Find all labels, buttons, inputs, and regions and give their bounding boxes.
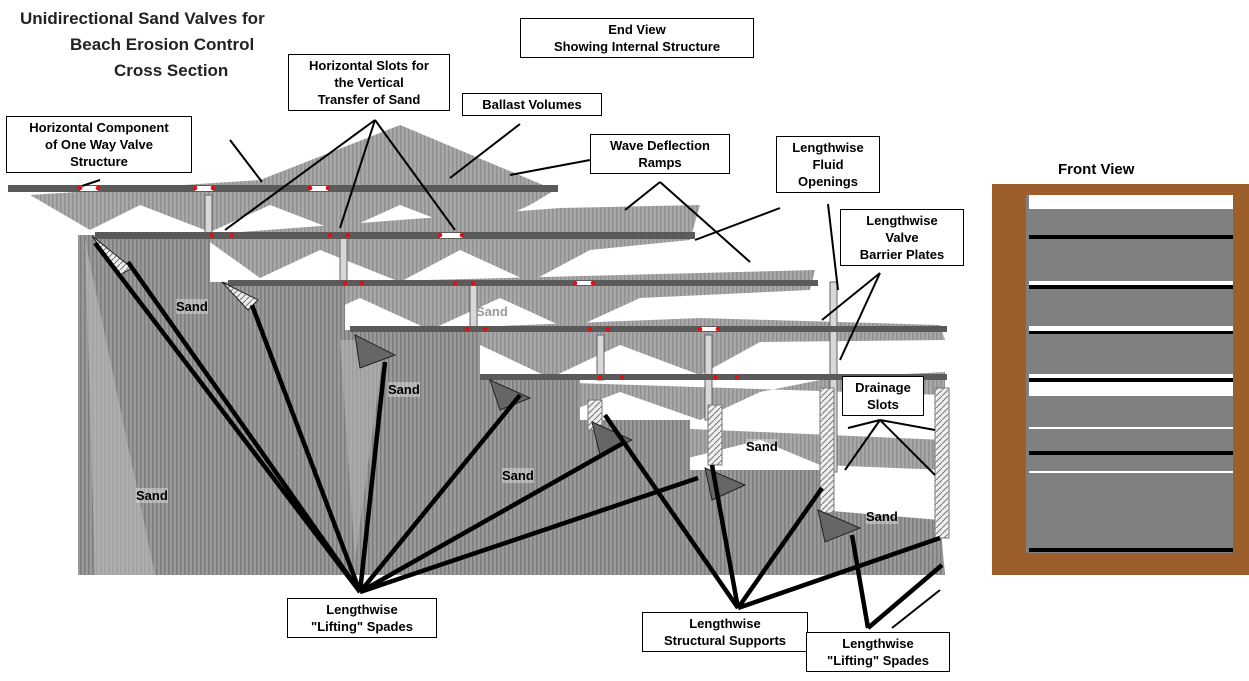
callout-line: Ballast Volumes bbox=[482, 97, 582, 112]
callout-line: Structural Supports bbox=[663, 633, 787, 648]
callout-line: Drainage bbox=[855, 380, 911, 395]
front-view-stripe bbox=[1029, 451, 1233, 455]
slot-gaps bbox=[80, 186, 718, 331]
callout-line: Slots bbox=[867, 397, 899, 412]
front-view-stripe bbox=[1029, 281, 1233, 285]
callout-line: Fluid bbox=[812, 157, 844, 172]
callout-horizontal-component: Horizontal Component of One Way Valve St… bbox=[6, 116, 192, 173]
front-view-stripe bbox=[1029, 331, 1233, 334]
callout-line: Lengthwise bbox=[689, 616, 761, 631]
sand-label: Sand bbox=[502, 468, 534, 483]
callout-barrier-plates: Lengthwise Valve Barrier Plates bbox=[840, 209, 964, 266]
callout-line: Horizontal Slots for bbox=[309, 58, 429, 73]
leader-lines bbox=[81, 119, 944, 630]
callout-line: Ramps bbox=[638, 155, 682, 170]
callout-fluid-openings: Lengthwise Fluid Openings bbox=[776, 136, 880, 193]
callout-lifting-spades-2: Lengthwise "Lifting" Spades bbox=[806, 632, 950, 672]
front-view-stripe bbox=[1029, 285, 1233, 289]
callout-horizontal-slots: Horizontal Slots for the Vertical Transf… bbox=[288, 54, 450, 111]
callout-line: Transfer of Sand bbox=[317, 92, 421, 107]
callout-line: Lengthwise bbox=[326, 602, 398, 617]
sand-label: Sand bbox=[136, 488, 168, 503]
callout-line: Valve bbox=[885, 230, 919, 245]
front-view-stripe bbox=[1029, 471, 1233, 473]
callout-line: Lengthwise bbox=[866, 213, 938, 228]
callout-line: "Lifting" Spades bbox=[827, 653, 929, 668]
sand-label: Sand bbox=[476, 304, 508, 319]
callout-wave-deflection-ramps: Wave Deflection Ramps bbox=[590, 134, 730, 174]
front-view-stripe bbox=[1029, 195, 1233, 209]
callout-lifting-spades-1: Lengthwise "Lifting" Spades bbox=[287, 598, 437, 638]
title-line-1: Unidirectional Sand Valves for bbox=[20, 9, 265, 28]
callout-line: Showing Internal Structure bbox=[553, 39, 721, 54]
callout-line: Barrier Plates bbox=[859, 247, 945, 262]
title-line-3: Cross Section bbox=[114, 61, 229, 80]
front-view-stripe bbox=[1029, 235, 1233, 239]
sand-label: Sand bbox=[866, 509, 898, 524]
sand-label: Sand bbox=[176, 299, 208, 314]
sand-wedge bbox=[85, 240, 155, 575]
callout-line: Openings bbox=[798, 174, 858, 189]
callout-line: End View bbox=[608, 22, 666, 37]
callout-line: of One Way Valve bbox=[45, 137, 153, 152]
callout-structural-supports: Lengthwise Structural Supports bbox=[642, 612, 808, 652]
front-view-stripe bbox=[1029, 378, 1233, 382]
callout-ballast-volumes: Ballast Volumes bbox=[462, 93, 602, 116]
front-view-stripe bbox=[1029, 548, 1233, 552]
callout-line: Wave Deflection bbox=[610, 138, 710, 153]
callout-drainage-slots: Drainage Slots bbox=[842, 376, 924, 416]
callout-line: Structure bbox=[70, 154, 128, 169]
callout-line: Lengthwise bbox=[842, 636, 914, 651]
callout-line: the Vertical bbox=[334, 75, 404, 90]
callout-end-view: End View Showing Internal Structure bbox=[520, 18, 754, 58]
callout-line: "Lifting" Spades bbox=[311, 619, 413, 634]
sand-label: Sand bbox=[746, 439, 778, 454]
sand-wedge bbox=[340, 340, 385, 560]
front-view-stripe bbox=[1029, 427, 1233, 429]
sand-label: Sand bbox=[388, 382, 420, 397]
callout-line: Horizontal Component bbox=[29, 120, 169, 135]
slot-markers bbox=[77, 185, 740, 380]
front-view-title: Front View bbox=[1058, 161, 1135, 178]
front-view-stripe bbox=[1029, 374, 1233, 396]
title-line-2: Beach Erosion Control bbox=[70, 35, 255, 54]
callout-line: Lengthwise bbox=[792, 140, 864, 155]
front-view-stripe bbox=[1029, 326, 1233, 331]
front-view bbox=[992, 184, 1249, 575]
